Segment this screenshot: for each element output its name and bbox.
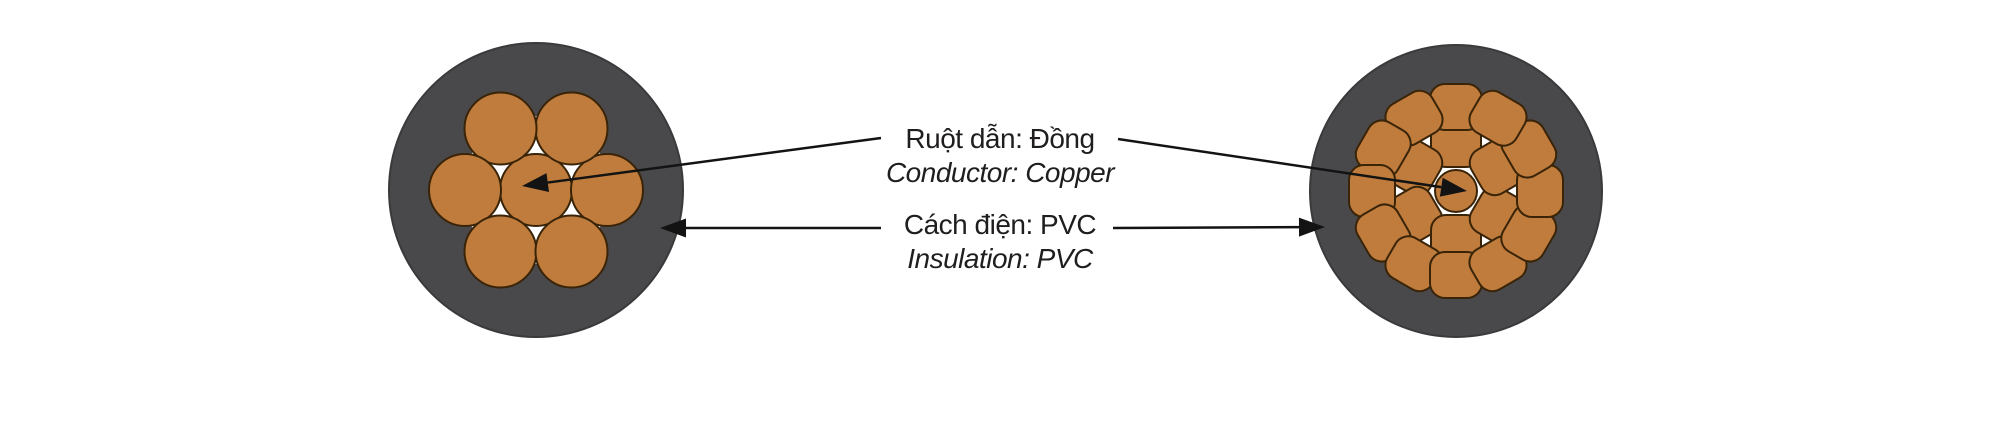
insulation-label: Cách điện: PVC Insulation: PVC (800, 208, 1200, 276)
conductor-to-right-cable-arrowhead (1439, 177, 1467, 197)
cable-7-strand-strand (570, 153, 644, 227)
insulation-to-right-cable-line (1112, 225, 1300, 230)
insulation-to-left-cable-arrowhead (660, 218, 686, 238)
conductor-to-left-cable-line (547, 136, 882, 184)
conductor-to-right-cable-line (1117, 137, 1442, 189)
cable-19-strand-strand (1468, 89, 1528, 147)
cable-7-strand (388, 42, 684, 338)
conductor-label-en: Conductor: Copper (885, 157, 1115, 188)
insulation-label-en: Insulation: PVC (907, 243, 1093, 274)
cable-7-strand-strand (463, 91, 538, 166)
cable-7-strand-strand (534, 214, 609, 289)
conductor-to-left-cable-arrowhead (522, 173, 550, 192)
conductor-label-vi: Ruột dẫn: Đồng (905, 123, 1095, 154)
cable-7-strand-strand (534, 91, 609, 166)
conductor-label: Ruột dẫn: Đồng Conductor: Copper (800, 122, 1200, 190)
cable-7-strand-strand (428, 153, 502, 227)
cable-7-strand-strand (463, 214, 538, 289)
insulation-to-right-cable-arrowhead (1298, 217, 1325, 237)
insulation-label-vi: Cách điện: PVC (903, 209, 1097, 240)
cable-7-strand-strand (499, 153, 573, 227)
